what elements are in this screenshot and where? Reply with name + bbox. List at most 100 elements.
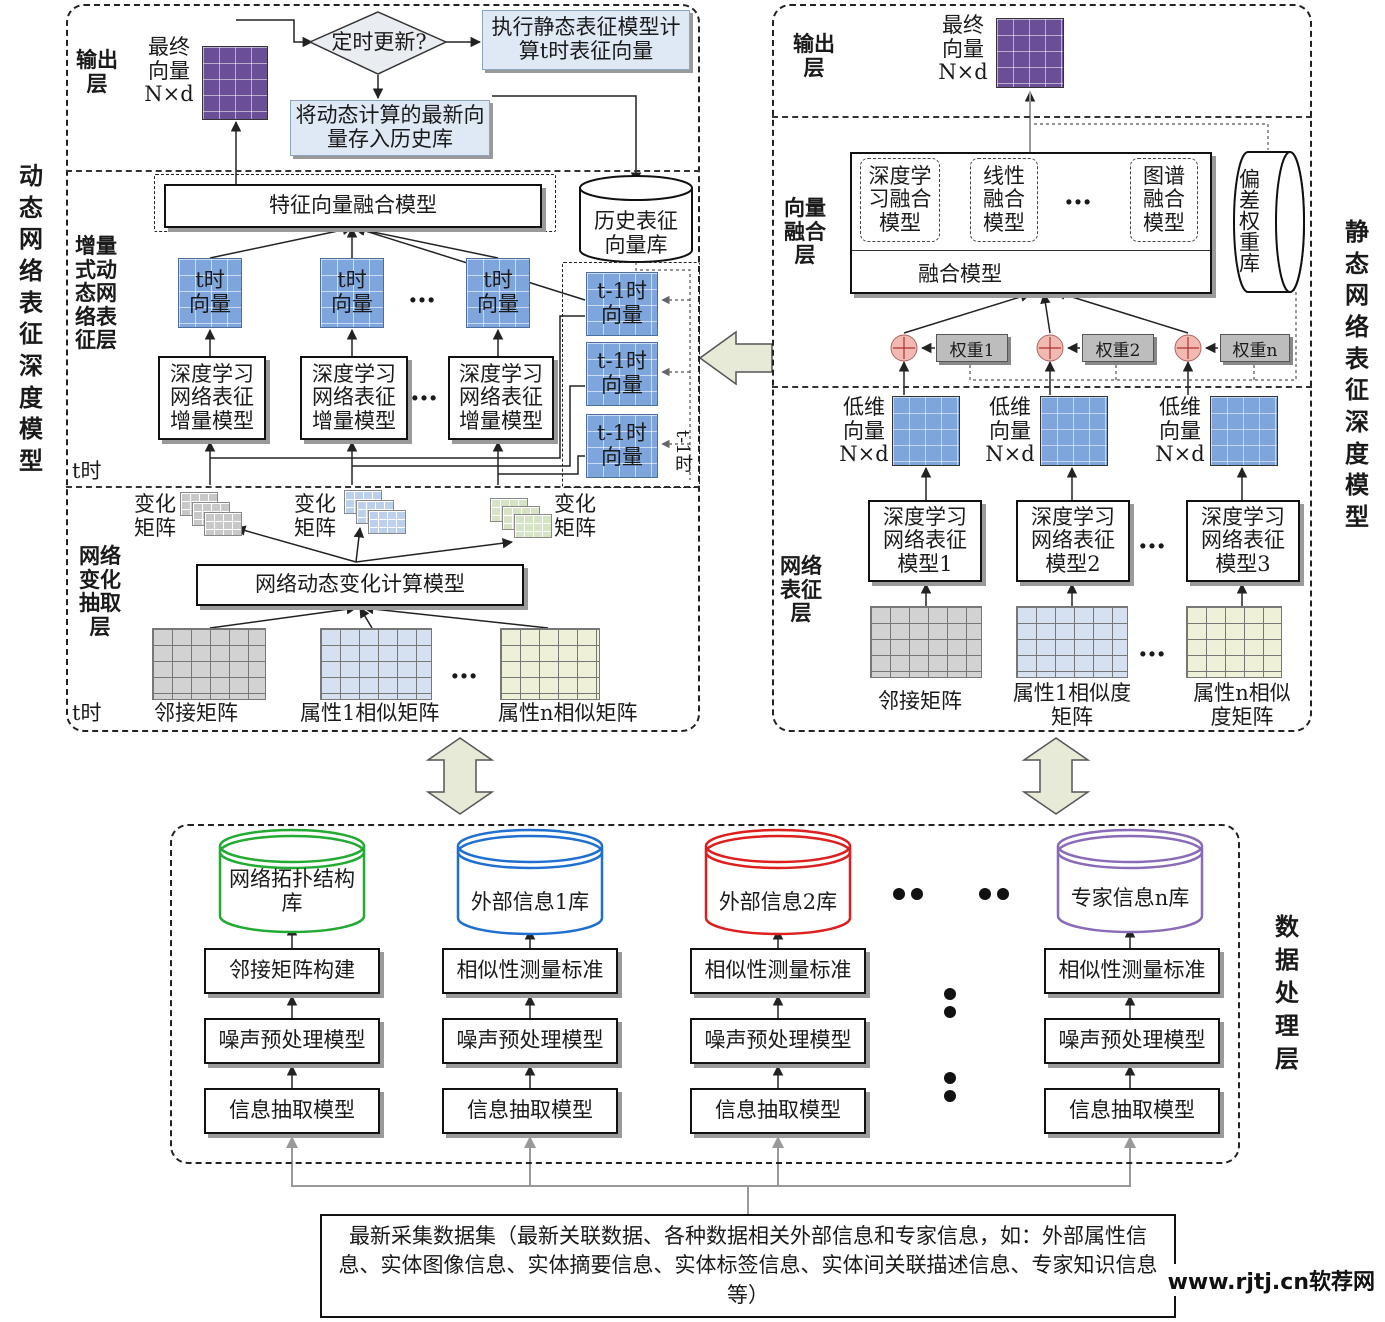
fusion-dots: … — [1064, 178, 1095, 211]
static-attr1-label: 属性1相似度矩阵 — [1012, 681, 1132, 729]
incr-model-2: 深度学习网络表征增量模型 — [300, 356, 408, 440]
change-matrix-blue-c — [368, 510, 406, 534]
step-top-4: 相似性测量标准 — [1044, 948, 1220, 994]
incremental-layer-label: 增量式动态网络表征层 — [75, 233, 117, 353]
step-top-3: 相似性测量标准 — [690, 948, 866, 994]
step-mid-3: 噪声预处理模型 — [690, 1018, 866, 1064]
dyn-t-time-label-1: t时 — [72, 459, 102, 483]
static-data-arrow — [1021, 737, 1091, 815]
lowdim-label-3: 低维向量N×d — [1155, 395, 1205, 467]
static-adjacency-matrix — [870, 606, 982, 678]
static-attrn-matrix — [1186, 606, 1282, 678]
dots-horizontal-1 — [893, 888, 905, 900]
change-matrix-label-2: 变化矩阵 — [294, 492, 336, 540]
change-matrix-gray-c — [204, 512, 242, 536]
step-bot-3: 信息抽取模型 — [690, 1088, 866, 1134]
store-history-box: 将动态计算的最新向量存入历史库 — [290, 100, 490, 156]
dyn-adjacency-label: 邻接矩阵 — [154, 701, 238, 725]
step-mid-1: 噪声预处理模型 — [204, 1018, 380, 1064]
static-attr1-matrix — [1016, 606, 1128, 678]
change-calc-box: 网络动态变化计算模型 — [196, 564, 524, 606]
step-mid-4: 噪声预处理模型 — [1044, 1018, 1220, 1064]
lowdim-matrix-2 — [1040, 396, 1108, 466]
db-label-external-2: 外部信息2库 — [718, 890, 838, 914]
data-layer-title: 数据处理层 — [1275, 912, 1299, 1074]
weight-n: 权重n — [1220, 334, 1290, 362]
change-matrix-label-3: 变化矩阵 — [554, 492, 596, 540]
step-bot-4: 信息抽取模型 — [1044, 1088, 1220, 1134]
dyn-attr1-label: 属性1相似矩阵 — [300, 701, 440, 725]
db-label-external-1: 外部信息1库 — [470, 890, 590, 914]
dynamic-model-title: 动态网络表征深度模型 — [19, 161, 43, 476]
dots-horizontal-4 — [997, 888, 1009, 900]
dyn-t-time-label-2: t时 — [72, 701, 102, 725]
incremental-inner-frame — [154, 174, 556, 232]
dyn-attr1-matrix — [320, 628, 432, 700]
fusion-layer-label: 向量融合层 — [784, 195, 826, 268]
step-top-1: 邻接矩阵构建 — [204, 948, 380, 994]
dyn-final-vector-label: 最终向量N×d — [144, 35, 194, 107]
static-final-vector-label: 最终向量N×d — [938, 13, 988, 85]
fusion-inner-divider — [852, 250, 1210, 251]
db-label-expert-n: 专家信息n库 — [1070, 886, 1190, 910]
dyn-attrn-label: 属性n相似矩阵 — [498, 701, 638, 725]
dots-vertical-4 — [944, 1090, 956, 1102]
fusion-container — [850, 152, 1212, 294]
source-dataset-box: 最新采集数据集（最新关联数据、各种数据相关外部信息和专家信息，如：外部属性信息、… — [320, 1214, 1176, 1318]
dyn-attrn-matrix — [500, 628, 600, 700]
static-final-vector-matrix — [996, 18, 1064, 88]
static-adjacency-label: 邻接矩阵 — [878, 689, 962, 713]
dl-repr-model-1: 深度学习网络表征模型1 — [868, 500, 982, 582]
lowdim-label-2: 低维向量N×d — [985, 395, 1035, 467]
history-db-cylinder — [579, 175, 693, 263]
static-output-layer-label: 输出层 — [793, 31, 835, 80]
dl-fusion-model: 深度学习融合模型 — [860, 158, 940, 242]
dl-repr-model-3: 深度学习网络表征模型3 — [1186, 500, 1300, 582]
linear-fusion-model: 线性融合模型 — [970, 158, 1038, 242]
dynamic-divider-1 — [66, 170, 700, 172]
dyn-adjacency-matrix — [152, 628, 266, 700]
static-divider-1 — [772, 116, 1312, 118]
static-attrn-label: 属性n相似度矩阵 — [1193, 681, 1291, 729]
step-bot-2: 信息抽取模型 — [442, 1088, 618, 1134]
dyn-matrix-dots: … — [450, 652, 481, 685]
watermark: www.rjtj.cn软荐网 — [1165, 1264, 1377, 1296]
lowdim-matrix-1 — [892, 396, 960, 466]
bias-db-cylinder — [1233, 151, 1305, 293]
incr-model-1: 深度学习网络表征增量模型 — [158, 356, 266, 440]
change-matrix-green-c — [514, 514, 552, 538]
static-divider-2 — [772, 386, 1312, 388]
data-frame — [170, 824, 1240, 1164]
spectral-fusion-model: 图谱融合模型 — [1130, 158, 1198, 242]
t-vector-3: t时向量 — [466, 258, 530, 328]
t-vector-2: t时向量 — [320, 258, 384, 328]
dyn-vector-dots: … — [408, 276, 439, 309]
bias-db-label: 偏差权重库 — [1236, 168, 1261, 273]
dots-vertical-1 — [944, 988, 956, 1000]
lowdim-matrix-3 — [1210, 396, 1278, 466]
timed-update-diamond — [308, 11, 448, 75]
dots-vertical-2 — [944, 1006, 956, 1018]
t-vector-1: t时向量 — [178, 258, 242, 328]
incr-model-3: 深度学习网络表征增量模型 — [448, 356, 554, 440]
t1-vector-frame — [562, 262, 700, 488]
static-matrix-dots: … — [1138, 630, 1169, 663]
feature-fusion-box: 特征向量融合模型 — [164, 184, 542, 228]
dots-horizontal-3 — [979, 888, 991, 900]
t1-time-label: t-1时 — [672, 430, 694, 473]
lowdim-label-1: 低维向量N×d — [839, 395, 889, 467]
timed-update-label: 定时更新? — [331, 30, 427, 54]
dynamic-data-arrow — [425, 737, 495, 815]
step-mid-2: 噪声预处理模型 — [442, 1018, 618, 1064]
change-matrix-label-1: 变化矩阵 — [134, 492, 176, 540]
dots-horizontal-2 — [911, 888, 923, 900]
exec-static-box: 执行静态表征模型计算t时表征向量 — [482, 10, 690, 70]
dyn-final-vector-matrix — [202, 46, 268, 120]
dots-vertical-3 — [944, 1072, 956, 1084]
t1-vector-3: t-1时向量 — [586, 414, 658, 478]
t1-vector-2: t-1时向量 — [586, 342, 658, 406]
history-db-label: 历史表征向量库 — [594, 209, 678, 257]
t1-vector-1: t-1时向量 — [586, 272, 658, 336]
static-model-title: 静态网络表征深度模型 — [1345, 217, 1369, 532]
static-model-dots: … — [1138, 522, 1169, 555]
